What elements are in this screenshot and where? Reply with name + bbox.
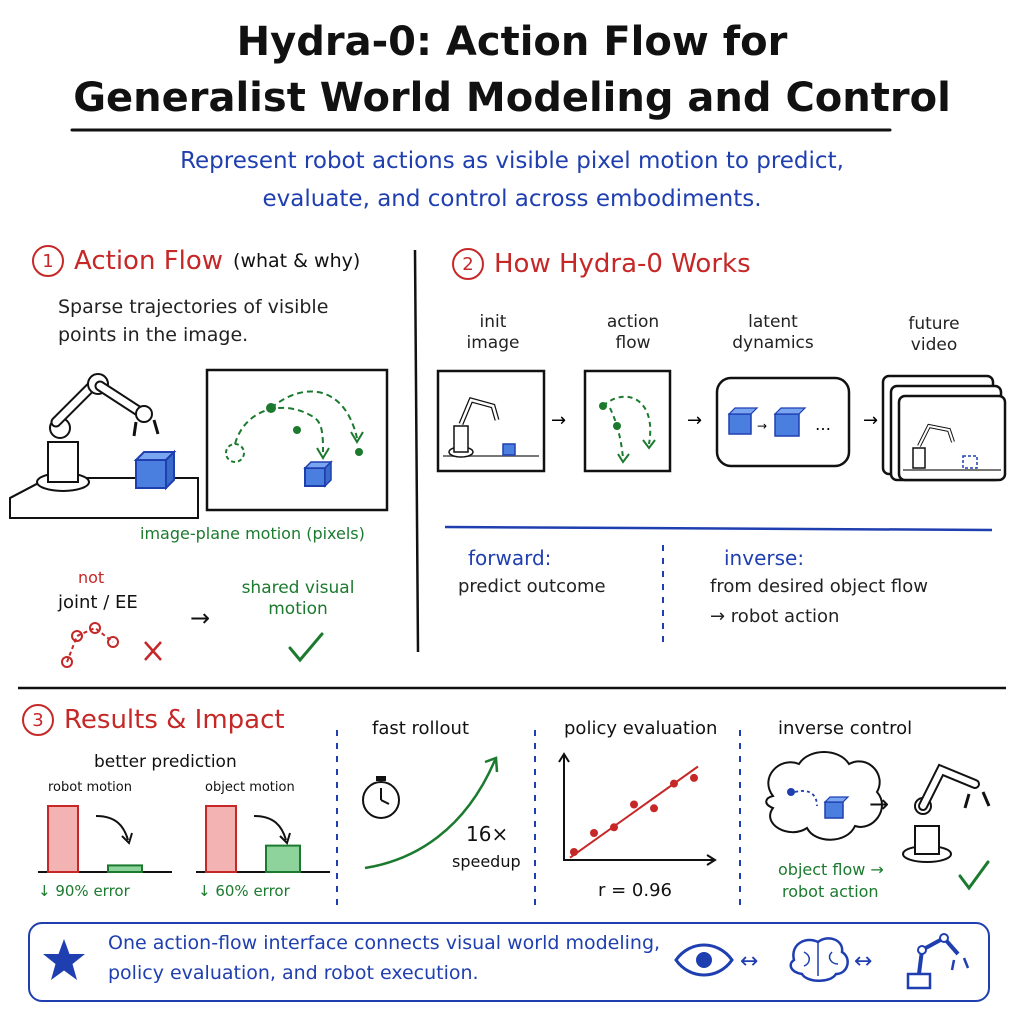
stage-2-line-1: action — [606, 312, 660, 332]
object-flow-label: object flow → — [778, 860, 884, 879]
object-motion-label: object motion — [205, 780, 295, 795]
speedup-value: 16× — [466, 822, 509, 846]
object-error-label: ↓ 60% error — [198, 882, 290, 900]
policy-eval-label: policy evaluation — [564, 718, 718, 739]
stage-2-line-2: flow — [615, 333, 651, 354]
bar-object-hydra-0 — [265, 844, 301, 873]
scatter-point — [670, 779, 678, 788]
speedup-label: speedup — [452, 852, 521, 871]
inverse-control-illustration: → — [765, 751, 991, 863]
robot-error-label: ↓ 90% error — [38, 882, 130, 900]
section-3-heading: 3 Results & Impact — [22, 704, 285, 736]
section-1-heading: 1 Action Flow (what & why) — [32, 245, 360, 277]
inverse-label: inverse: — [724, 546, 805, 570]
robot-arm-table-illustration — [9, 373, 199, 519]
y-axis-arrow — [558, 752, 570, 763]
section-3-number: 3 — [22, 704, 54, 736]
trend-arrow-robot — [95, 815, 129, 841]
pipeline-diagram: → → → … → — [436, 369, 1007, 482]
eye-brain-robot-icons: ↔ ↔ — [674, 933, 970, 990]
checkmark-icon-2 — [958, 860, 990, 891]
speedup-curve — [362, 756, 499, 870]
summary-line-1: One action-flow interface connects visua… — [108, 932, 661, 954]
inverse-desc-1: from desired object flow — [710, 576, 928, 597]
svg-text:↔: ↔ — [740, 949, 758, 974]
section-1-desc-2: points in the image. — [58, 324, 249, 346]
section-1-aside: (what & why) — [233, 250, 361, 272]
inverse-control-label: inverse control — [778, 718, 913, 739]
svg-text:→: → — [863, 410, 878, 431]
trend-arrow-object — [253, 815, 287, 841]
scatter-point — [690, 773, 698, 782]
svg-text:…: … — [815, 415, 831, 434]
trend-arrowhead-robot — [121, 832, 133, 845]
section-1-desc-1: Sparse trajectories of visible — [58, 296, 329, 318]
trend-line — [569, 765, 699, 859]
object-motion-bar-chart — [196, 805, 330, 873]
section-2-number: 2 — [452, 248, 484, 280]
checkmark-icon — [288, 632, 324, 663]
bar-robot-baseline — [47, 805, 79, 873]
svg-text:→: → — [869, 790, 889, 818]
stage-init-image-label: init image — [448, 312, 538, 355]
scatter-point — [590, 829, 598, 837]
correlation-label: r = 0.96 — [598, 880, 673, 901]
bar-object-baseline — [205, 805, 237, 873]
title-line-2: Generalist World Modeling and Control — [73, 75, 951, 121]
action-flow-image-box — [205, 368, 389, 512]
section-1-number: 1 — [32, 245, 64, 277]
forward-desc: predict outcome — [458, 576, 606, 597]
stage-4-line-1: future — [908, 314, 960, 334]
svg-text:→: → — [757, 419, 767, 433]
stage-1-line-2: image — [466, 333, 520, 354]
svg-text:→: → — [687, 410, 702, 431]
title-line-1: Hydra-0: Action Flow for — [236, 19, 788, 65]
not-label: not — [78, 568, 105, 587]
section-3-title: Results & Impact — [64, 705, 285, 735]
scatter-point — [630, 800, 638, 809]
shared-motion-label: shared visual motion — [238, 578, 358, 621]
policy-eval-scatter — [558, 752, 717, 866]
x-axis-arrow — [706, 854, 717, 866]
forward-label: forward: — [468, 546, 552, 570]
subtitle-line-2: evaluate, and control across embodiments… — [262, 186, 762, 212]
better-prediction-label: better prediction — [94, 752, 237, 772]
inverse-desc-2: → robot action — [710, 606, 840, 627]
stage-4-line-2: video — [910, 335, 958, 356]
stage-future-video-label: future video — [886, 314, 982, 357]
stage-latent-dynamics-label: latent dynamics — [718, 312, 828, 355]
star-icon — [43, 939, 85, 980]
summary-banner — [28, 922, 990, 1002]
robot-motion-label: robot motion — [48, 780, 132, 795]
robot-action-label: robot action — [782, 882, 879, 901]
svg-text:→: → — [551, 410, 566, 431]
joint-ee-label: joint / EE — [58, 592, 138, 613]
section-2-heading: 2 How Hydra-0 Works — [452, 248, 751, 280]
stage-3-line-2: dynamics — [732, 333, 814, 354]
scatter-axes — [563, 756, 715, 861]
scatter-point — [610, 823, 618, 832]
stage-action-flow-label: action flow — [588, 312, 678, 355]
shared-line-2: motion — [268, 599, 328, 620]
bar-robot-hydra-0 — [107, 864, 143, 874]
scatter-point — [650, 804, 658, 813]
joint-arm-crossed-icon — [61, 622, 162, 668]
stage-3-line-1: latent — [748, 312, 798, 332]
fast-rollout-label: fast rollout — [372, 718, 470, 739]
trend-arrowhead-object — [279, 832, 291, 845]
svg-text:↔: ↔ — [854, 949, 872, 974]
motion-caption: image-plane motion (pixels) — [140, 524, 365, 543]
robot-motion-bar-chart — [38, 805, 172, 874]
scatter-point — [570, 848, 578, 856]
summary-line-2: policy evaluation, and robot execution. — [108, 962, 479, 984]
stage-1-line-1: init — [479, 312, 507, 332]
subtitle-line-1: Represent robot actions as visible pixel… — [180, 148, 844, 174]
section-2-title: How Hydra-0 Works — [494, 249, 751, 279]
section-1-title: Action Flow — [74, 246, 224, 276]
shared-line-1: shared visual — [241, 578, 355, 598]
arrow-right-icon: → — [190, 604, 211, 632]
